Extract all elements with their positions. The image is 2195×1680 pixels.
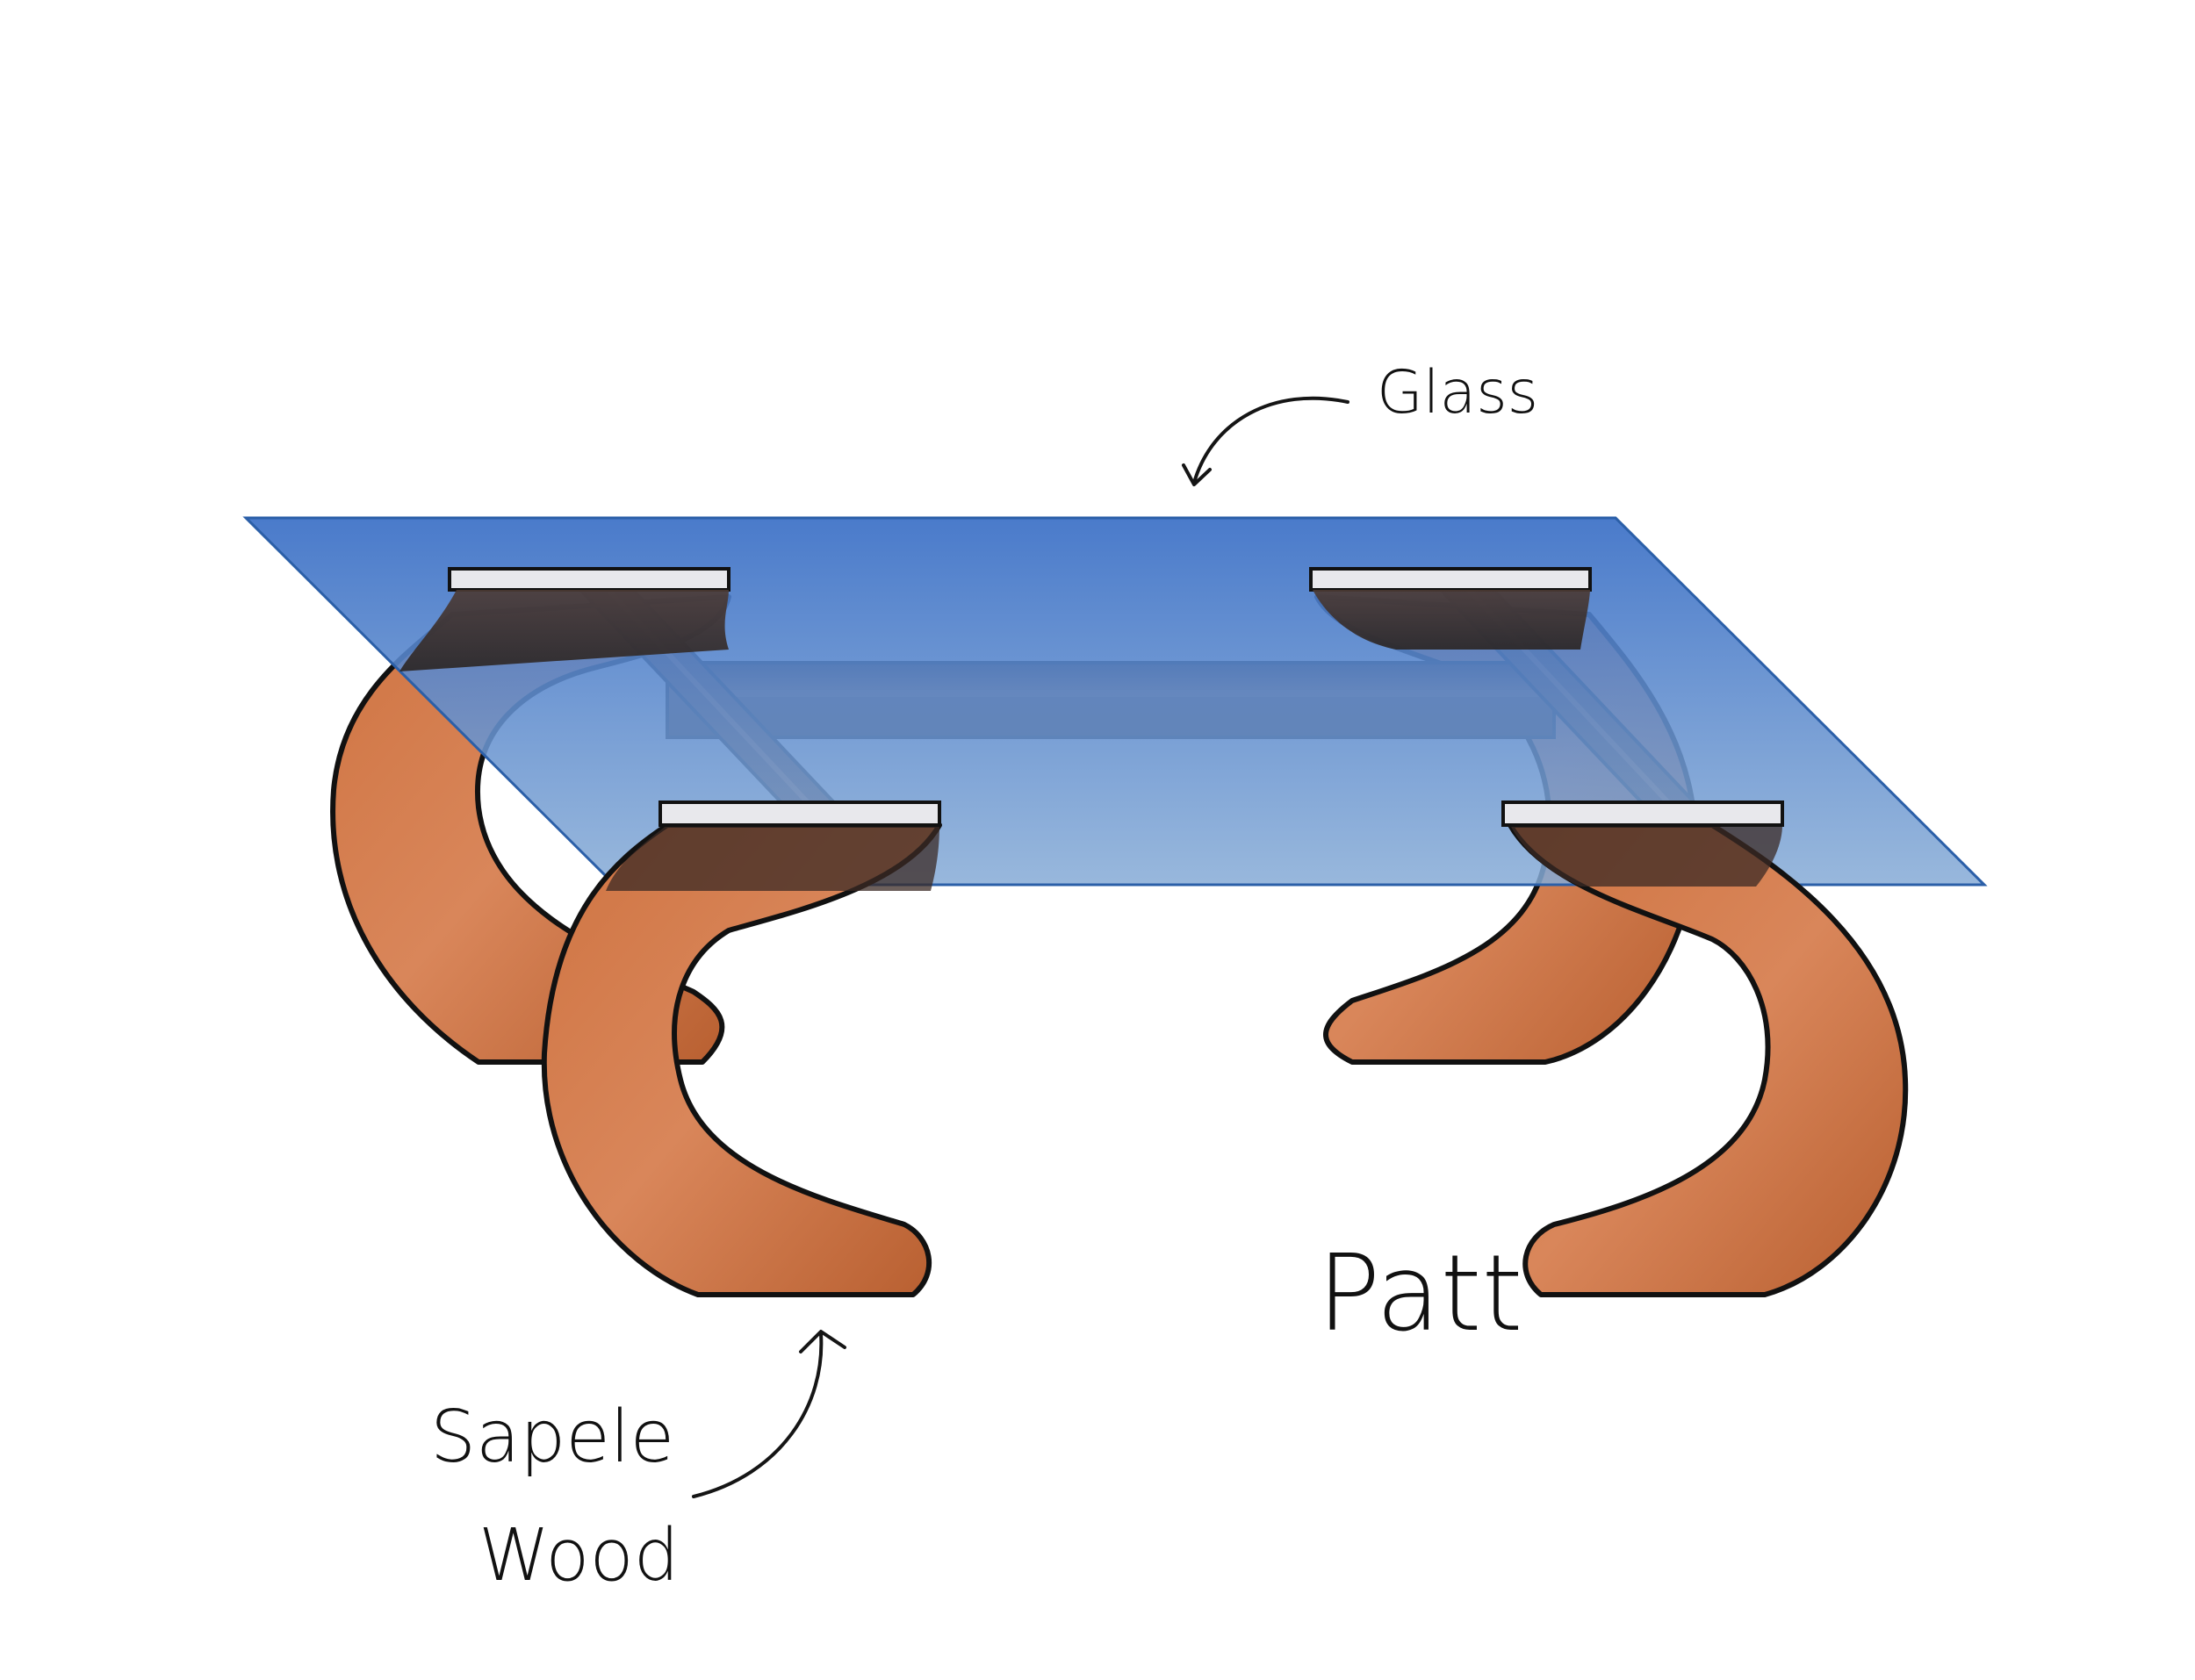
- wood-label-line1: Sapele: [430, 1396, 674, 1479]
- wood-label-line2: Wood: [479, 1514, 680, 1597]
- wood-arrow: [694, 1332, 845, 1497]
- glass-arrow: [1184, 398, 1348, 485]
- front-left-leg: [544, 802, 939, 1295]
- signature: Patt: [1317, 1233, 1523, 1355]
- glass-label: Glass: [1377, 358, 1538, 427]
